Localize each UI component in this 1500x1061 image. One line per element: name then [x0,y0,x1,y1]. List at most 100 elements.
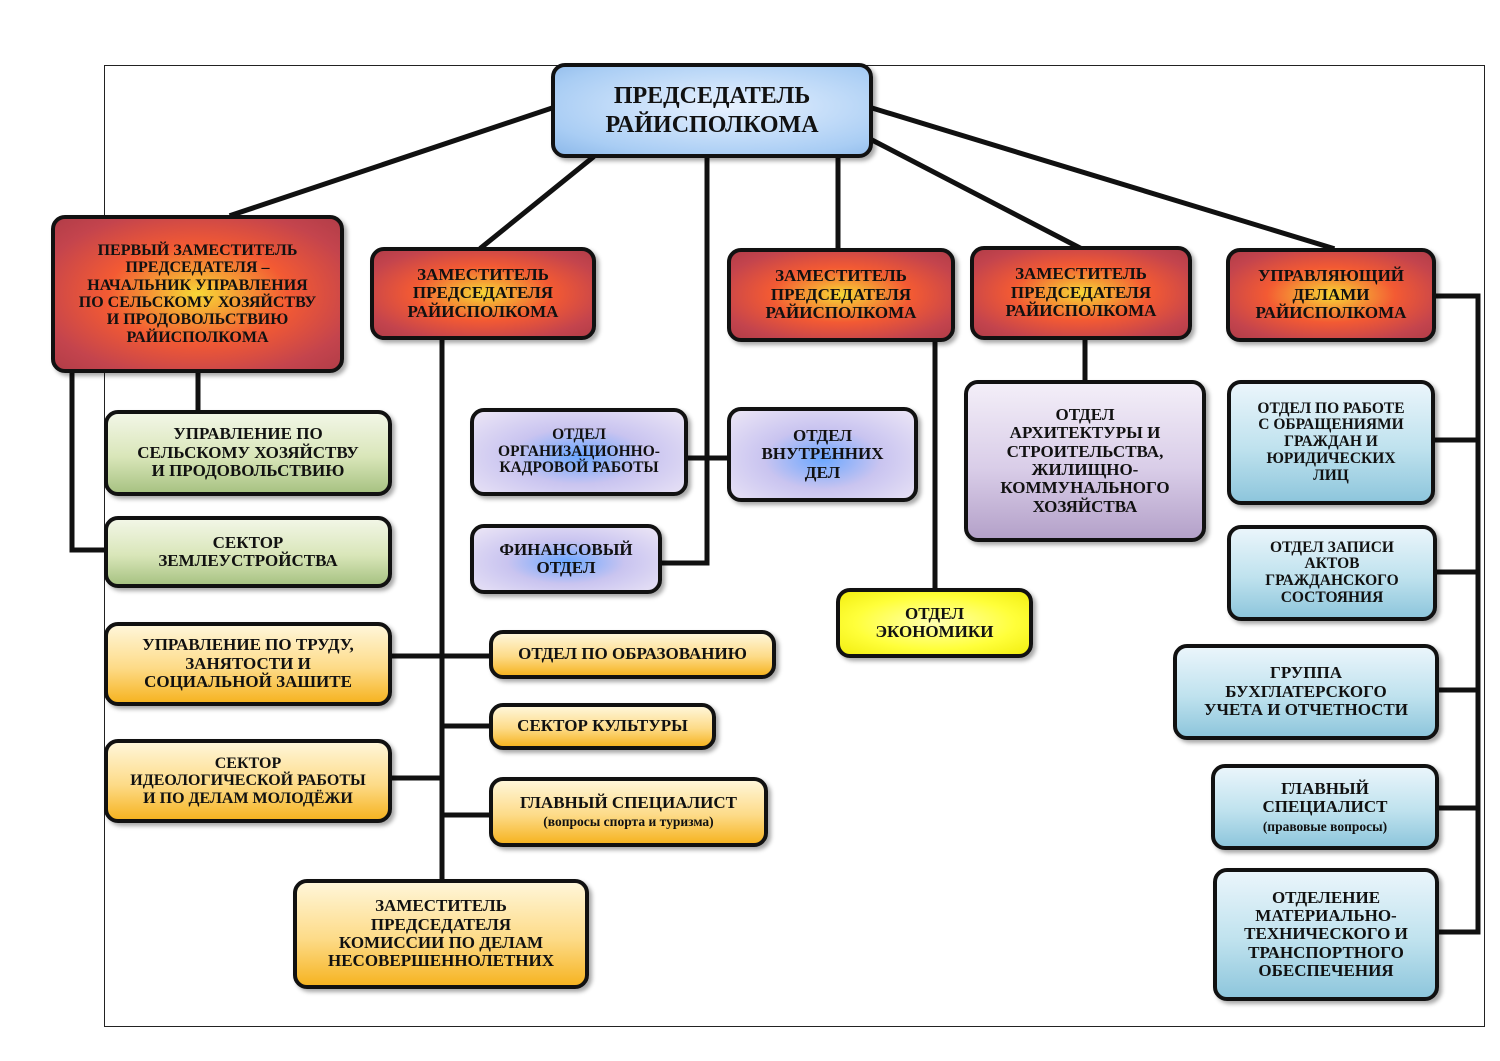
text-line: РАЙИСПОЛКОМА [407,301,559,321]
text-line: УПРАВЛЯЮЩИЙ [1257,266,1405,286]
text-line: КОММУНАЛЬНОГО [1000,478,1170,498]
minors-commission-box: ЗАМЕСТИТЕЛЬ ПРЕДСЕДАТЕЛЯ КОМИССИИ ПО ДЕЛ… [293,879,589,989]
line-chairman-deputy2 [478,154,596,251]
text-line: И ПРОДОВОЛЬСТВИЮ [151,461,345,481]
text-line: ТЕХНИЧЕСКОГО И [1244,924,1408,944]
text-line: ЗАМЕСТИТЕЛЬ [1015,264,1147,284]
text-line: ПРЕДСЕДАТЕЛЯ [370,914,512,934]
text-line: И ПРОДОВОЛЬСТВИЮ [106,311,289,329]
text-line: И ПО ДЕЛАМ МОЛОДЁЖИ [143,789,353,807]
text-line: ОТДЕЛ ПО ОБРАЗОВАНИЮ [518,644,747,664]
text-line: ЭКОНОМИКИ [875,622,994,641]
line-chairman-manager [868,104,1336,252]
text-line: ОТДЕЛ [905,603,964,623]
agri-department-box: УПРАВЛЕНИЕ ПО СЕЛЬСКОМУ ХОЗЯЙСТВУ И ПРОД… [104,410,392,496]
text-line: БУХГЛАТЕРСКОГО [1225,681,1387,701]
text-line: ПРЕДСЕДАТЕЛЯ [770,284,912,304]
chairman-box: ПРЕДСЕДАТЕЛЬ РАЙИСПОЛКОМА [551,63,873,158]
text-line: СЕКТОР [212,532,284,552]
line-chairman-deputy4 [868,136,1084,252]
economy-department-box: ОТДЕЛ ЭКОНОМИКИ [836,588,1033,658]
text-line: СТРОИТЕЛЬСТВА, [1006,441,1164,461]
text-line: ИДЕОЛОГИЧЕСКОЙ РАБОТЫ [130,772,366,790]
personnel-department-box: ОТДЕЛ ОРГАНИЗАЦИОННО- КАДРОВОЙ РАБОТЫ [470,408,688,496]
line-chairman-first [228,104,556,219]
text-line: ЗАНЯТОСТИ И [185,653,311,673]
text-line: УЧЕТА И ОТЧЕТНОСТИ [1204,700,1408,720]
text-line: ОТДЕЛ [1055,404,1115,424]
text-line: ВНУТРЕННИХ [761,444,884,464]
labor-department-box: УПРАВЛЕНИЕ ПО ТРУДУ, ЗАНЯТОСТИ И СОЦИАЛЬ… [104,622,392,706]
text-line: ГЛАВНЫЙ СПЕЦИАЛИСТ [520,793,737,813]
text-line: (вопросы спорта и туризма) [543,814,714,830]
architecture-department-box: ОТДЕЛ АРХИТЕКТУРЫ И СТРОИТЕЛЬСТВА, ЖИЛИЩ… [964,380,1206,542]
text-line: ОРГАНИЗАЦИОННО- [498,442,660,460]
text-line: ЖИЛИЩНО- [1031,460,1139,479]
text-line: СОЦИАЛЬНОЙ ЗАШИТЕ [144,672,352,692]
text-line: (правовые вопросы) [1262,818,1388,834]
text-line: ЗАМЕСТИТЕЛЬ [775,266,907,286]
text-line: АКТОВ [1304,555,1360,573]
text-line: ДЕЛ [804,462,841,482]
text-line: УПРАВЛЕНИЕ ПО ТРУДУ, [142,635,354,655]
text-line: ОТДЕЛЕНИЕ [1271,887,1381,907]
text-line: ОТДЕЛ [536,558,596,577]
accounting-group-box: ГРУППА БУХГЛАТЕРСКОГО УЧЕТА И ОТЧЕТНОСТИ [1173,644,1439,740]
culture-sector-box: СЕКТОР КУЛЬТУРЫ [489,703,716,750]
text-line: ОТДЕЛ ПО РАБОТЕ [1257,399,1405,417]
text-line: НЕСОВЕРШЕННОЛЕТНИХ [327,951,555,971]
text-line: СЕКТОР [214,755,282,773]
registry-department-box: ОТДЕЛ ЗАПИСИ АКТОВ ГРАЖДАНСКОГО СОСТОЯНИ… [1227,525,1437,621]
text-line: С ОБРАЩЕНИЯМИ [1258,416,1404,434]
ideology-sector-box: СЕКТОР ИДЕОЛОГИЧЕСКОЙ РАБОТЫ И ПО ДЕЛАМ … [104,739,392,823]
text-line: ЮРИДИЧЕСКИХ [1266,449,1396,467]
appeals-department-box: ОТДЕЛ ПО РАБОТЕ С ОБРАЩЕНИЯМИ ГРАЖДАН И … [1227,380,1435,505]
text-line: РАЙИСПОЛКОМА [1005,301,1157,321]
education-department-box: ОТДЕЛ ПО ОБРАЗОВАНИЮ [489,630,776,679]
text-line: РАЙИСПОЛКОМА [126,328,269,346]
text-line: РАЙИСПОЛКОМА [765,303,917,323]
deputy2-box: ЗАМЕСТИТЕЛЬ ПРЕДСЕДАТЕЛЯ РАЙИСПОЛКОМА [370,247,596,340]
text-line: ХОЗЯЙСТВА [1032,496,1138,516]
text-line: ГРУППА [1270,663,1342,683]
text-line: ЗЕМЛЕУСТРОЙСТВА [158,551,338,570]
text-line: СЕЛЬСКОМУ ХОЗЯЙСТВУ [137,442,359,462]
text-line: ОТДЕЛ [793,425,852,445]
text-line: НАЧАЛЬНИК УПРАВЛЕНИЯ [87,276,308,294]
text-line: ПРЕДСЕДАТЕЛЯ [412,283,554,303]
text-line: КАДРОВОЙ РАБОТЫ [499,459,659,477]
deputy4-box: ЗАМЕСТИТЕЛЬ ПРЕДСЕДАТЕЛЯ РАЙИСПОЛКОМА [970,246,1192,340]
text-line: ГРАЖДАН И [1284,433,1378,451]
text-line: ОТДЕЛ [552,425,606,443]
text-line: ФИНАНСОВЫЙ [499,539,633,559]
internal-affairs-box: ОТДЕЛ ВНУТРЕННИХ ДЕЛ [727,407,918,502]
text-line: ПРЕДСЕДАТЕЛЯ – [125,259,270,277]
finance-department-box: ФИНАНСОВЫЙ ОТДЕЛ [470,524,662,594]
sport-specialist-box: ГЛАВНЫЙ СПЕЦИАЛИСТ (вопросы спорта и тур… [489,777,768,847]
first-deputy-box: ПЕРВЫЙ ЗАМЕСТИТЕЛЬ ПРЕДСЕДАТЕЛЯ – НАЧАЛЬ… [51,215,344,373]
logistics-unit-box: ОТДЕЛЕНИЕ МАТЕРИАЛЬНО- ТЕХНИЧЕСКОГО И ТР… [1213,868,1439,1001]
land-sector-box: СЕКТОР ЗЕМЛЕУСТРОЙСТВА [104,516,392,588]
text-line: КОМИССИИ ПО ДЕЛАМ [338,933,544,952]
text-line: УПРАВЛЕНИЕ ПО [173,424,323,444]
text-line: ПРЕДСЕДАТЕЛЯ [1010,282,1152,302]
text-line: ГЛАВНЫЙ [1281,778,1369,798]
text-line: ТРАНСПОРТНОГО [1248,942,1404,962]
text-line: ПЕРВЫЙ ЗАМЕСТИТЕЛЬ [97,242,298,260]
text-line: СЕКТОР КУЛЬТУРЫ [517,716,688,736]
text-line: СПЕЦИАЛИСТ [1262,797,1388,817]
deputy3-box: ЗАМЕСТИТЕЛЬ ПРЕДСЕДАТЕЛЯ РАЙИСПОЛКОМА [727,248,955,342]
text-line: АРХИТЕКТУРЫ И [1009,423,1161,443]
text-line: РАЙИСПОЛКОМА [1255,303,1407,323]
text-line: СОСТОЯНИЯ [1280,588,1384,606]
chairman-line-1: ПРЕДСЕДАТЕЛЬ [613,82,811,109]
text-line: МАТЕРИАЛЬНО- [1255,905,1397,925]
text-line: ЛИЦ [1313,466,1349,484]
text-line: ЗАМЕСТИТЕЛЬ [375,896,507,916]
text-line: ПО СЕЛЬСКОМУ ХОЗЯЙСТВУ [78,294,317,311]
text-line: ОБЕСПЕЧЕНИЯ [1258,961,1394,981]
chairman-line-2: РАЙИСПОЛКОМА [605,111,819,138]
text-line: ЗАМЕСТИТЕЛЬ [417,264,549,284]
